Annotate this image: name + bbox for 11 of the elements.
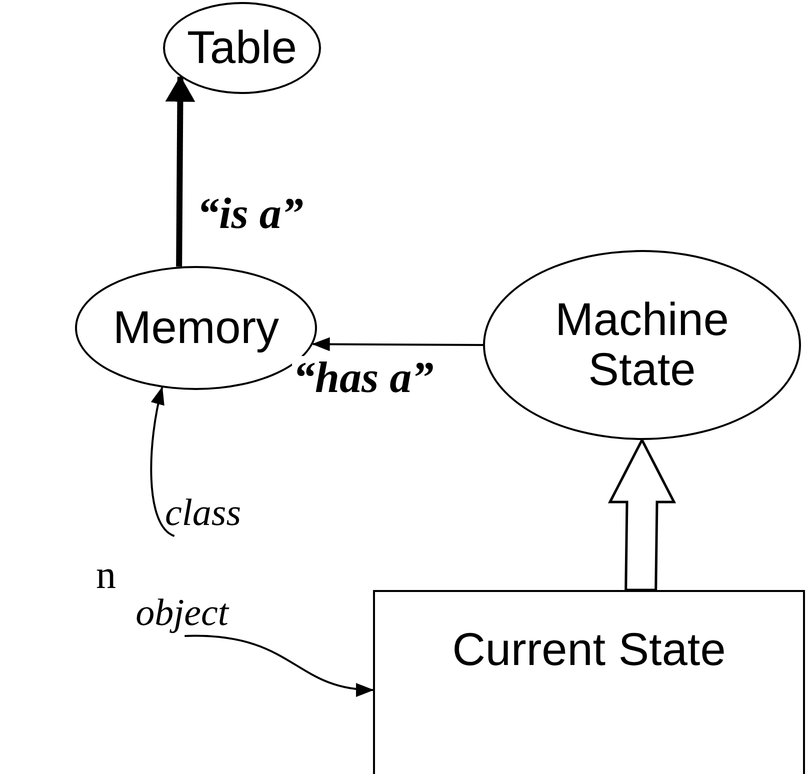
annotation-text: object [116,592,248,636]
node-label: Table [187,23,297,73]
arrow [165,76,196,267]
leader-line [184,635,374,696]
node-label: Machine State [554,295,730,395]
cut-off-text: n [96,555,116,595]
hollow-arrow [608,437,676,592]
state-box [373,590,805,774]
node-label: Current State [452,625,726,675]
annotation-text: class [162,492,244,536]
node-label: Memory [112,303,280,353]
